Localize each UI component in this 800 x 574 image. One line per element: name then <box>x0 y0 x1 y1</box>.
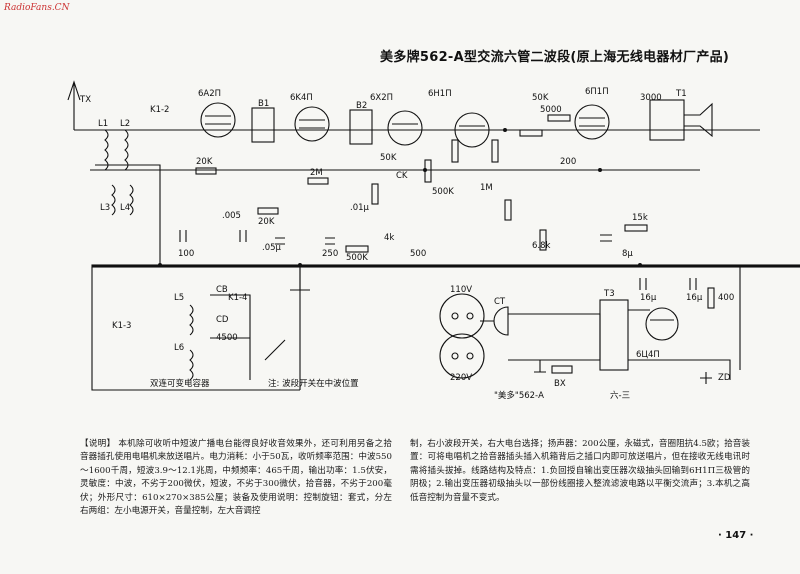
label-k14: K1-4 <box>228 293 247 303</box>
coil-l1 <box>104 129 109 171</box>
label-b1: B1 <box>258 99 269 109</box>
label-ck: CK <box>396 171 408 181</box>
label-l2: L2 <box>120 119 130 129</box>
label-ct: CT <box>494 297 506 307</box>
label-r15k: 15k <box>632 213 648 223</box>
label-c8u: 8μ <box>622 249 633 259</box>
tube-6a2p <box>200 102 236 138</box>
coil-l4 <box>129 184 134 216</box>
description-column-2: 制，右小波段开关，右大电台选择；扬声器：200公厘，永磁式，音圈阻抗4.5欧；拾… <box>410 438 750 538</box>
pilot-lamp-icon <box>700 372 712 384</box>
label-r2m: 2M <box>310 168 323 178</box>
label-osc-note: 双连可变电容器 <box>150 378 210 389</box>
label-r200: 200 <box>560 157 576 167</box>
label-tube-6: 6Ц4Π <box>636 350 660 360</box>
label-c01: .01μ <box>350 203 370 213</box>
coil-l6 <box>189 349 194 381</box>
label-tube-5: 6Π1Π <box>585 87 609 97</box>
label-r500k: 500K <box>346 253 368 263</box>
label-antenna: TX <box>79 95 91 105</box>
label-r400: 400 <box>718 293 734 303</box>
label-c16u: 16μ <box>640 293 657 303</box>
label-c005: .005 <box>222 211 241 221</box>
label-tube-3: 6X2Π <box>370 93 393 103</box>
tube-6x2p <box>387 110 423 146</box>
fuse-bx <box>551 365 573 374</box>
output-transformer-t1 <box>649 99 685 141</box>
label-r5000: 5000 <box>540 105 562 115</box>
coil-l2 <box>124 129 129 171</box>
label-r500k-2: 500K <box>432 187 454 197</box>
label-tube-2: 6K4Π <box>290 93 313 103</box>
if-transformer-b2 <box>349 109 373 145</box>
label-l5: L5 <box>174 293 184 303</box>
voltage-selector-220v <box>439 333 485 379</box>
label-cb: CB <box>216 285 228 295</box>
antenna-symbol <box>67 80 81 130</box>
coil-l5 <box>189 304 194 336</box>
label-r68k: 6.8k <box>532 241 551 251</box>
label-tube-1: 6A2Π <box>198 89 221 99</box>
label-cd: CD <box>216 315 229 325</box>
label-code: 六-三 <box>610 390 630 401</box>
page-title: 美多牌562-A型交流六管二波段(原上海无线电器材厂产品) <box>380 50 730 65</box>
label-c4500: 4500 <box>216 333 238 343</box>
label-l6: L6 <box>174 343 184 353</box>
page-number: · 147 · <box>718 530 754 541</box>
power-transformer-t3 <box>599 299 629 371</box>
if-transformer-b1 <box>251 107 275 143</box>
power-plug <box>480 306 509 336</box>
label-r50k-2: 50K <box>380 153 397 163</box>
label-switch-note: 注: 波段开关在中波位置 <box>268 378 359 389</box>
description-text-2: 制，右小波段开关，右大电台选择；扬声器：200公厘，永磁式，音圈阻抗4.5欧；拾… <box>410 439 750 503</box>
label-c250: 250 <box>322 249 338 259</box>
label-bx: BX <box>554 379 566 389</box>
label-zd: ZD <box>718 373 731 383</box>
label-tube-4: 6H1Π <box>428 89 452 99</box>
label-c500: 500 <box>410 249 426 259</box>
label-c100: 100 <box>178 249 194 259</box>
label-110v: 110V <box>450 285 472 295</box>
description-column-1: 【说明】 本机除可收听中短波广播电台能得良好收音效果外，还可利用另备之拾音器插孔… <box>80 438 392 538</box>
label-r3000: 3000 <box>640 93 662 103</box>
label-l3: L3 <box>100 203 110 213</box>
label-c05: .05μ <box>262 243 282 253</box>
label-c16u-2: 16μ <box>686 293 703 303</box>
label-b2: B2 <box>356 101 367 111</box>
label-r20k: 20K <box>196 157 213 167</box>
label-t3: T3 <box>603 289 615 299</box>
label-k12: K1-2 <box>150 105 169 115</box>
label-220v: 220V <box>450 373 472 383</box>
label-t1: T1 <box>675 89 687 99</box>
label-r1m: 1M <box>480 183 493 193</box>
tube-6h1p <box>454 112 490 148</box>
label-l1: L1 <box>98 119 108 129</box>
voltage-selector-110v <box>439 293 485 339</box>
label-r20k-2: 20K <box>258 217 275 227</box>
tube-6k4p <box>294 106 330 142</box>
label-r50k: 50K <box>532 93 549 103</box>
description-text-1: 【说明】 本机除可收听中短波广播电台能得良好收音效果外，还可利用另备之拾音器插孔… <box>80 439 392 517</box>
circuit-schematic: TX L1 L2 K1-2 L3 L4 6A2Π 6K4Π 6X2Π 6H1Π … <box>67 80 800 401</box>
label-l4: L4 <box>120 203 130 213</box>
coil-l3 <box>111 184 116 216</box>
tube-6c4p <box>645 307 679 341</box>
tube-6p1p <box>574 104 610 140</box>
label-k13: K1-3 <box>112 321 131 331</box>
label-model: "美多"562-A <box>494 390 544 401</box>
speaker-icon <box>684 102 713 138</box>
label-r4k: 4k <box>384 233 394 243</box>
watermark: RadioFans.CN <box>4 3 70 13</box>
